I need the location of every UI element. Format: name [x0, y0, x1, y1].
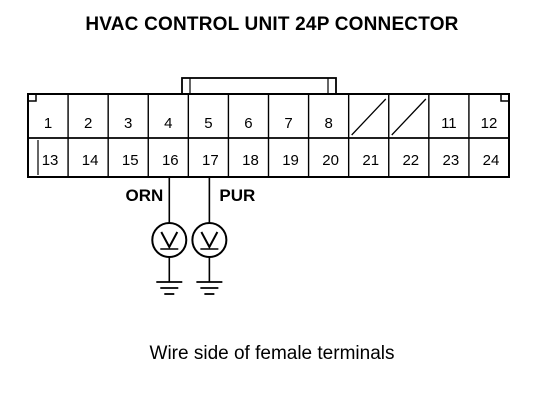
pin-label: 5: [204, 115, 212, 132]
pin-label: 1: [44, 115, 52, 132]
pin-label: 8: [324, 115, 332, 132]
pin-label: 2: [84, 115, 92, 132]
pin-label: 23: [443, 152, 460, 169]
pin-label: 24: [483, 152, 500, 169]
pin-label: 18: [242, 152, 259, 169]
pin-label: 11: [441, 115, 457, 132]
pin-label: 13: [42, 152, 59, 169]
pin-label: 4: [164, 115, 172, 132]
wire-color-label: PUR: [219, 186, 255, 205]
pin-label: 6: [244, 115, 252, 132]
diagram-title: HVAC CONTROL UNIT 24P CONNECTOR: [85, 14, 459, 35]
voltmeter-v-mark: [160, 231, 179, 250]
unused-terminal-slash: [351, 98, 387, 136]
key-notch-right: [500, 94, 509, 102]
pin-label: 17: [202, 152, 219, 169]
pin-label: 20: [322, 152, 339, 169]
pin-label: 14: [82, 152, 99, 169]
connector-lock-tab: [181, 77, 337, 95]
voltmeter-v-mark: [200, 231, 219, 250]
voltmeter-icon: [191, 222, 228, 258]
pin-label: 22: [402, 152, 419, 169]
wire-color-label: ORN: [126, 186, 164, 205]
key-notch-left: [28, 94, 37, 102]
pin-label: 21: [362, 152, 379, 169]
pin-label: 7: [284, 115, 292, 132]
diagram-caption: Wire side of female terminals: [149, 343, 395, 364]
pin-label: 12: [481, 115, 498, 132]
voltmeter-icon: [151, 222, 188, 258]
unused-terminal-slash: [391, 98, 427, 136]
probe-group: ORN PUR: [126, 177, 255, 295]
pin-label: 16: [162, 152, 179, 169]
pin-label: 19: [282, 152, 299, 169]
pin-label: 3: [124, 115, 132, 132]
pin-label: 15: [122, 152, 139, 169]
